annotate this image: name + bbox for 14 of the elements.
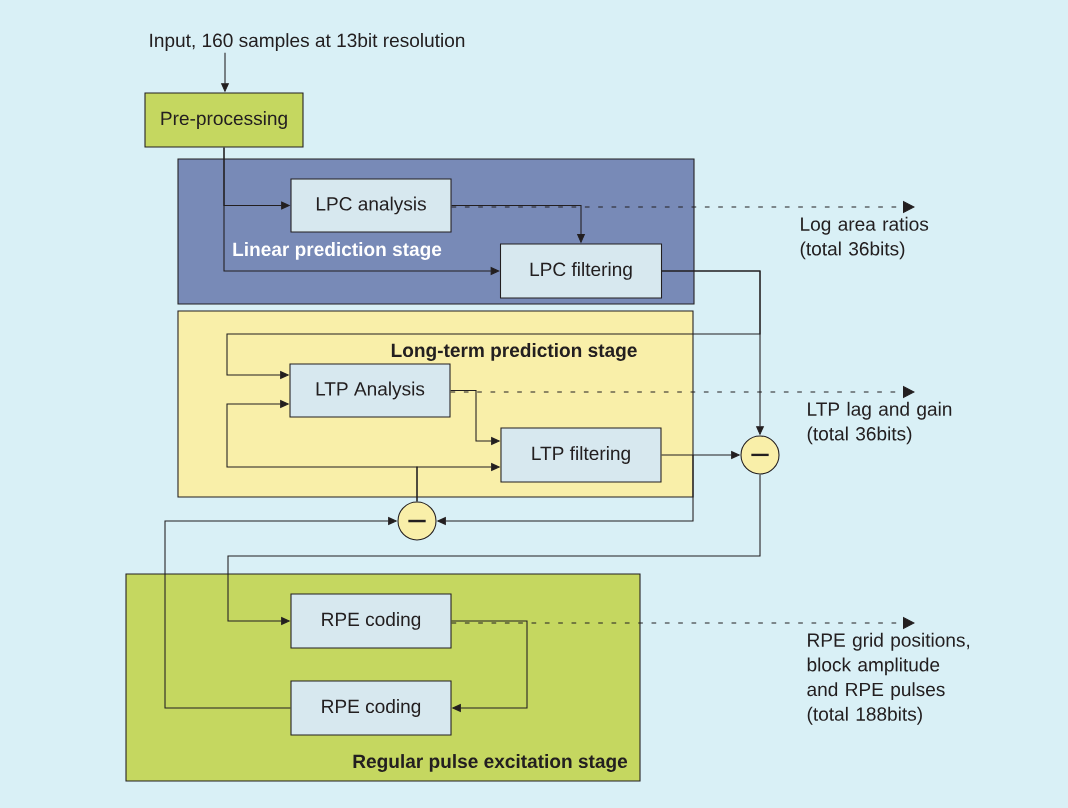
arrow xyxy=(451,620,528,713)
process-box: LPC analysis xyxy=(290,178,452,233)
output-label: LTP lag and gain (total 36bits) xyxy=(807,401,952,445)
process-box: RPE coding xyxy=(290,593,452,649)
process-box: Pre-processing xyxy=(144,92,304,148)
process-box: LPC filtering xyxy=(499,243,663,299)
process-box: LTP Analysis xyxy=(289,363,451,418)
output-label: RPE grid positions, block amplitude and RPE pulses (total 188bits) xyxy=(807,632,970,725)
output-label: Log area ratios (total 36bits) xyxy=(800,216,929,260)
input-label: Input, 160 samples at 13bit resolution xyxy=(150,33,465,51)
subtractor-circle xyxy=(397,501,437,541)
subtractor-circle xyxy=(740,435,780,475)
process-box: RPE coding xyxy=(290,680,452,736)
process-box: LTP filtering xyxy=(500,427,662,483)
